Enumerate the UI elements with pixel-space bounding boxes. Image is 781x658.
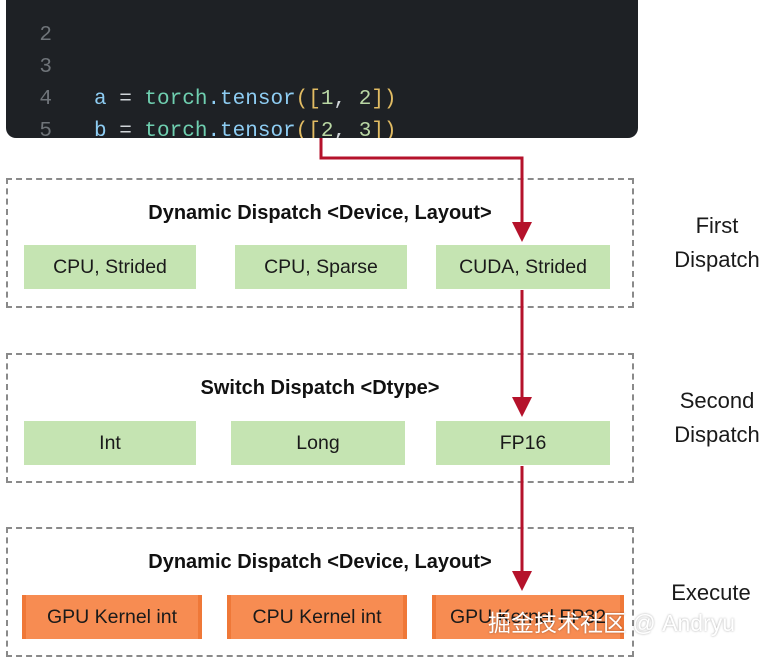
code-token: 2: [358, 88, 372, 111]
code-token: b: [94, 120, 107, 138]
dispatch-stage-2: Switch Dispatch <Dtype> Int Long FP16: [6, 353, 634, 483]
code-line: 3 a = torch.tensor([1, 2]): [6, 20, 638, 111]
code-token: ]): [371, 120, 397, 138]
code-line: 5 torch.add(a, b, alpha = 1): [6, 84, 638, 138]
kernel-option: CPU Kernel int: [227, 595, 407, 639]
code-line: 2: [6, 0, 638, 47]
code-token: ,: [333, 88, 359, 111]
code-token: .tensor: [207, 120, 296, 138]
code-token: =: [106, 120, 145, 138]
line-number: 4: [39, 88, 52, 111]
code-token: ([: [295, 120, 321, 138]
code-text: b = torch.tensor([2, 3]): [94, 116, 397, 138]
code-token: a: [94, 88, 107, 111]
kernel-option-selected: GPU Kernel FP32: [432, 595, 624, 639]
code-token: torch: [144, 88, 208, 111]
code-token: ,: [333, 120, 359, 138]
dispatch-option: CPU, Sparse: [235, 245, 407, 289]
dispatch-option-selected: FP16: [436, 421, 610, 465]
arrow-line: [319, 138, 524, 226]
code-line: 4 b = torch.tensor([2, 3]): [6, 52, 638, 138]
line-number: 3: [39, 56, 52, 79]
side-label-first-dispatch: First Dispatch: [674, 213, 760, 272]
dispatch-stage-1: Dynamic Dispatch <Device, Layout> CPU, S…: [6, 178, 634, 308]
code-token: .tensor: [207, 88, 296, 111]
dispatch-option-selected: CUDA, Strided: [436, 245, 610, 289]
code-token: 1: [320, 88, 334, 111]
side-label-execute: Execute: [671, 580, 751, 605]
code-token: torch: [144, 120, 208, 138]
dispatch-option: CPU, Strided: [24, 245, 196, 289]
watermark: 掘金技术社区 @ Andryu: [488, 610, 736, 636]
code-token: 2: [320, 120, 334, 138]
code-editor: 2 3 a = torch.tensor([1, 2]) 4 b = torch…: [6, 0, 638, 138]
line-number: 2: [39, 24, 52, 47]
side-label-second-dispatch: Second Dispatch: [674, 388, 760, 447]
code-token: ([: [295, 88, 321, 111]
stage-title: Dynamic Dispatch <Device, Layout>: [148, 551, 492, 573]
execute-stage: Dynamic Dispatch <Device, Layout> GPU Ke…: [6, 527, 634, 657]
code-text: a = torch.tensor([1, 2]): [94, 84, 397, 116]
dispatch-option: Long: [231, 421, 405, 465]
dispatch-option: Int: [24, 421, 196, 465]
arrow-head: [512, 222, 532, 242]
code-token: 3: [358, 120, 372, 138]
arrow-head: [512, 397, 532, 417]
code-token: =: [106, 88, 145, 111]
line-number: 5: [39, 120, 52, 138]
code-token: ]): [371, 88, 397, 111]
stage-title: Dynamic Dispatch <Device, Layout>: [148, 202, 492, 224]
kernel-option: GPU Kernel int: [22, 595, 202, 639]
arrow-head: [512, 571, 532, 591]
stage-title: Switch Dispatch <Dtype>: [200, 377, 440, 399]
